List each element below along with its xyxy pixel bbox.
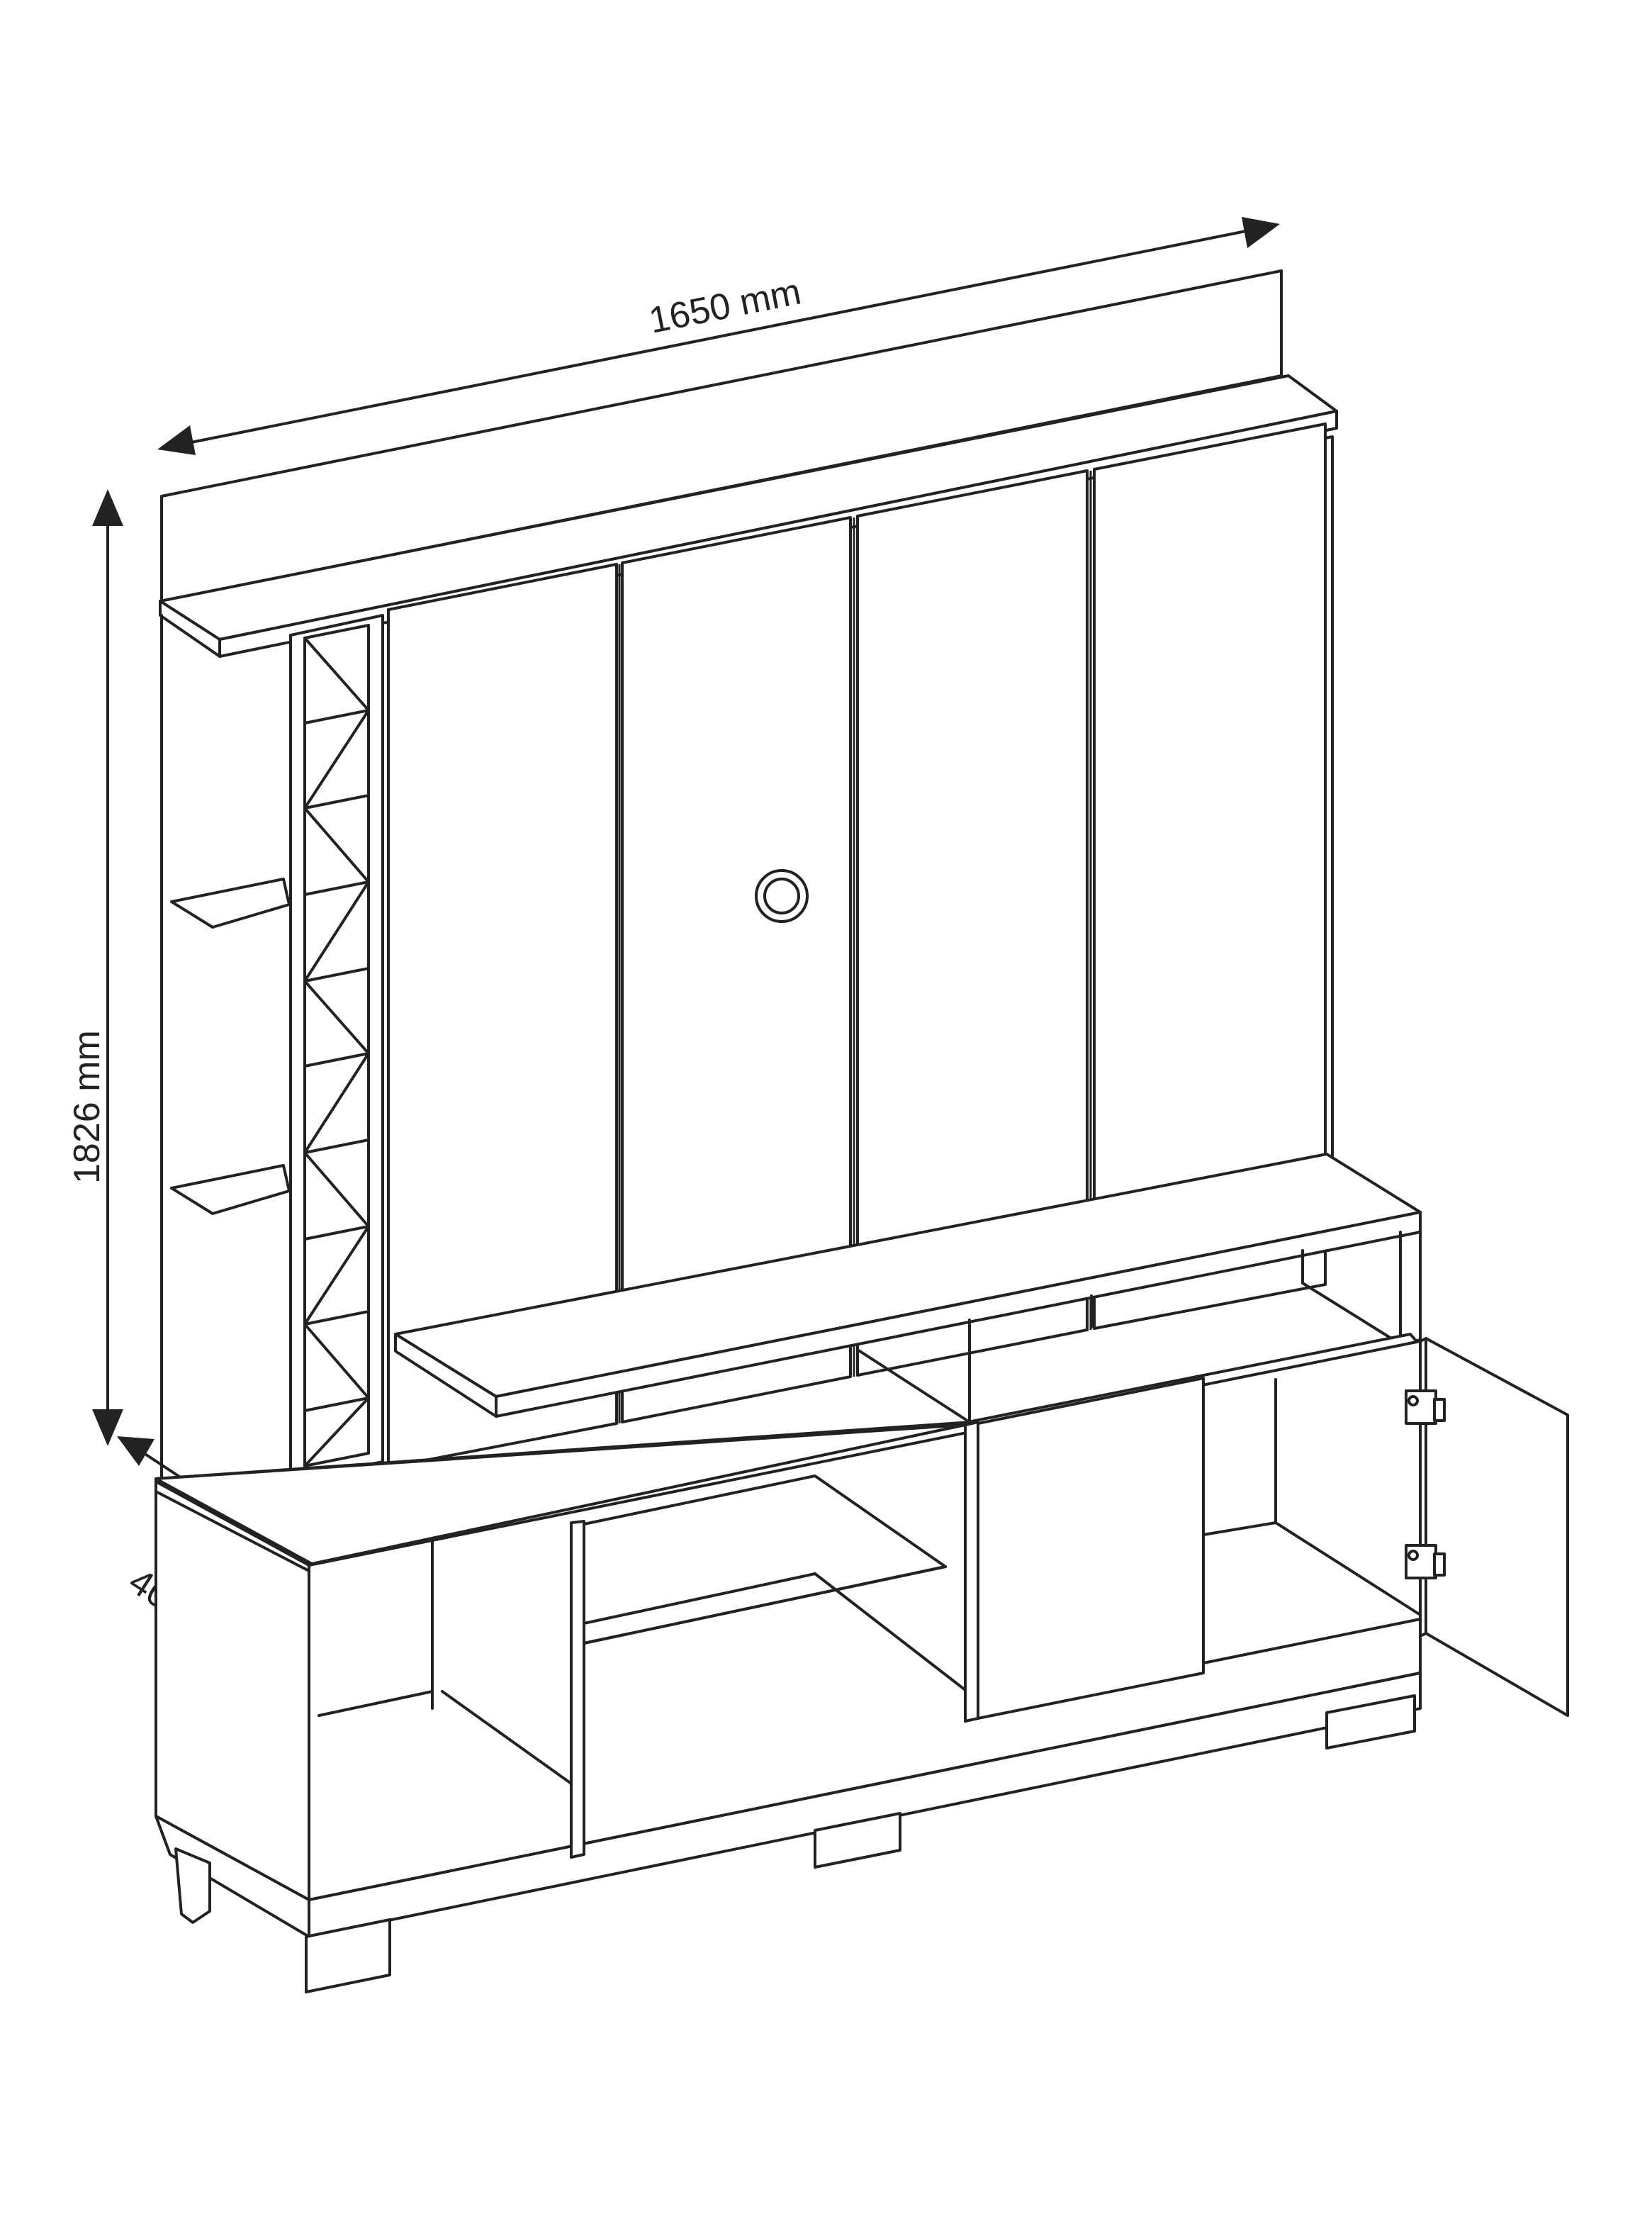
cabinet-divider-2 <box>964 1421 979 1723</box>
lower-cabinet <box>154 1333 1569 1938</box>
tv-shelf <box>394 1153 1422 1423</box>
height-dimension: 1826 mm <box>67 489 123 1446</box>
foot-front-mid <box>814 1812 901 1869</box>
tv-panel-1 <box>387 563 618 1469</box>
foot-front-left <box>305 1918 391 1993</box>
left-side-shelves <box>160 614 291 1483</box>
depth-arrow-top <box>117 1436 154 1466</box>
height-arrow-top <box>92 489 123 526</box>
side-shelf-lower <box>170 1164 291 1215</box>
cabinet-door-closed <box>977 1377 1205 1720</box>
side-shelf-upper <box>170 878 291 929</box>
cabinet-door-open <box>1425 1337 1569 1717</box>
height-label: 1826 mm <box>67 1030 108 1184</box>
foot-front-right <box>1325 1694 1416 1750</box>
hinge-icon <box>1405 1389 1446 1425</box>
tv-panel-group <box>387 422 1327 1469</box>
width-arrow-left <box>157 425 196 455</box>
tv-panel-4 <box>1093 422 1327 1330</box>
height-arrow-bottom <box>92 1409 123 1446</box>
tv-panel-2 <box>621 516 852 1423</box>
cabinet-divider-1 <box>570 1520 585 1859</box>
cabinet-feet <box>174 1694 1416 1993</box>
hinge-icon <box>1405 1544 1446 1579</box>
lattice-column <box>289 614 384 1482</box>
width-arrow-right <box>1242 217 1280 248</box>
width-label: 1650 mm <box>646 271 804 341</box>
foot-back-left <box>174 1847 211 1924</box>
tv-panel-3 <box>856 469 1089 1377</box>
